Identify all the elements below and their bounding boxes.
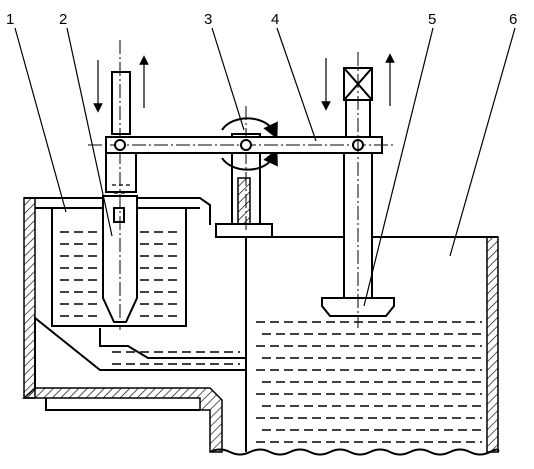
lever-beam [88,136,396,154]
label-part-3: 3 [204,11,212,28]
label-part-2: 2 [59,11,67,28]
motion-arrows [93,53,395,113]
pivot-post [215,106,278,238]
label-part-4: 4 [271,11,279,28]
large-tank-liquid [256,321,482,443]
inner-cup [51,208,187,327]
leader-lines [14,27,516,307]
cup-liquid [60,231,180,317]
channel-liquid [112,351,240,365]
plunger [102,40,138,330]
part-labels: 1 2 3 4 5 6 [6,11,517,28]
label-part-1: 1 [6,11,14,28]
label-part-6: 6 [509,11,517,28]
label-part-5: 5 [428,11,436,28]
large-tank [209,236,500,456]
float-rod [321,52,395,328]
